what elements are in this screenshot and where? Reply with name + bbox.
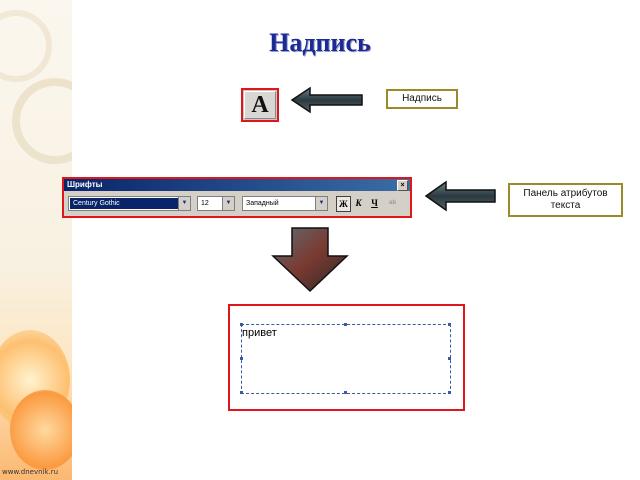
italic-button[interactable]: К: [355, 198, 362, 208]
font-name-select[interactable]: Century Gothic ▼: [68, 196, 191, 211]
resize-handle[interactable]: [448, 391, 451, 394]
script-select[interactable]: Западный ▼: [242, 196, 328, 211]
resize-handle[interactable]: [240, 323, 243, 326]
fonts-toolbar-title: Шрифты: [67, 180, 103, 189]
footer-url: www.dnevnik.ru: [2, 468, 59, 476]
resize-handle[interactable]: [240, 391, 243, 394]
decorative-background: www.dnevnik.ru: [0, 0, 72, 480]
callout-text-tool: Надпись: [386, 89, 458, 109]
decor-glow: [10, 390, 72, 470]
slide-title: Надпись: [269, 28, 371, 57]
font-size-select[interactable]: 12 ▼: [197, 196, 235, 211]
text-frame[interactable]: привет: [240, 323, 451, 394]
chevron-down-icon[interactable]: ▼: [315, 197, 327, 210]
decor-ring: [12, 78, 72, 164]
chevron-down-icon[interactable]: ▼: [178, 197, 190, 210]
chevron-down-icon[interactable]: ▼: [222, 197, 234, 210]
fonts-toolbar: Шрифты × Century Gothic ▼ 12 ▼ Западный …: [62, 177, 412, 218]
text-tool-button[interactable]: A: [241, 88, 279, 122]
text-frame-content[interactable]: привет: [242, 327, 277, 339]
result-panel: привет: [228, 304, 465, 411]
resize-handle[interactable]: [240, 357, 243, 360]
script-value: Западный: [246, 200, 279, 207]
decor-ring: [0, 10, 52, 82]
resize-handle[interactable]: [344, 391, 347, 394]
underline-button[interactable]: Ч: [371, 198, 378, 208]
bold-button[interactable]: Ж: [336, 196, 351, 212]
arrow-down-icon: [271, 227, 349, 293]
fonts-toolbar-titlebar: Шрифты ×: [64, 179, 410, 191]
resize-handle[interactable]: [344, 323, 347, 326]
arrow-left-icon: [424, 180, 496, 212]
callout-text-attributes: Панель атрибутов текста: [508, 183, 623, 217]
font-size-value: 12: [201, 200, 209, 207]
close-icon[interactable]: ×: [397, 180, 408, 191]
more-options-button[interactable]: ab: [388, 200, 396, 206]
text-tool-icon: A: [244, 91, 276, 119]
resize-handle[interactable]: [448, 357, 451, 360]
font-name-value: Century Gothic: [70, 198, 178, 209]
resize-handle[interactable]: [448, 323, 451, 326]
arrow-left-icon: [290, 86, 363, 114]
